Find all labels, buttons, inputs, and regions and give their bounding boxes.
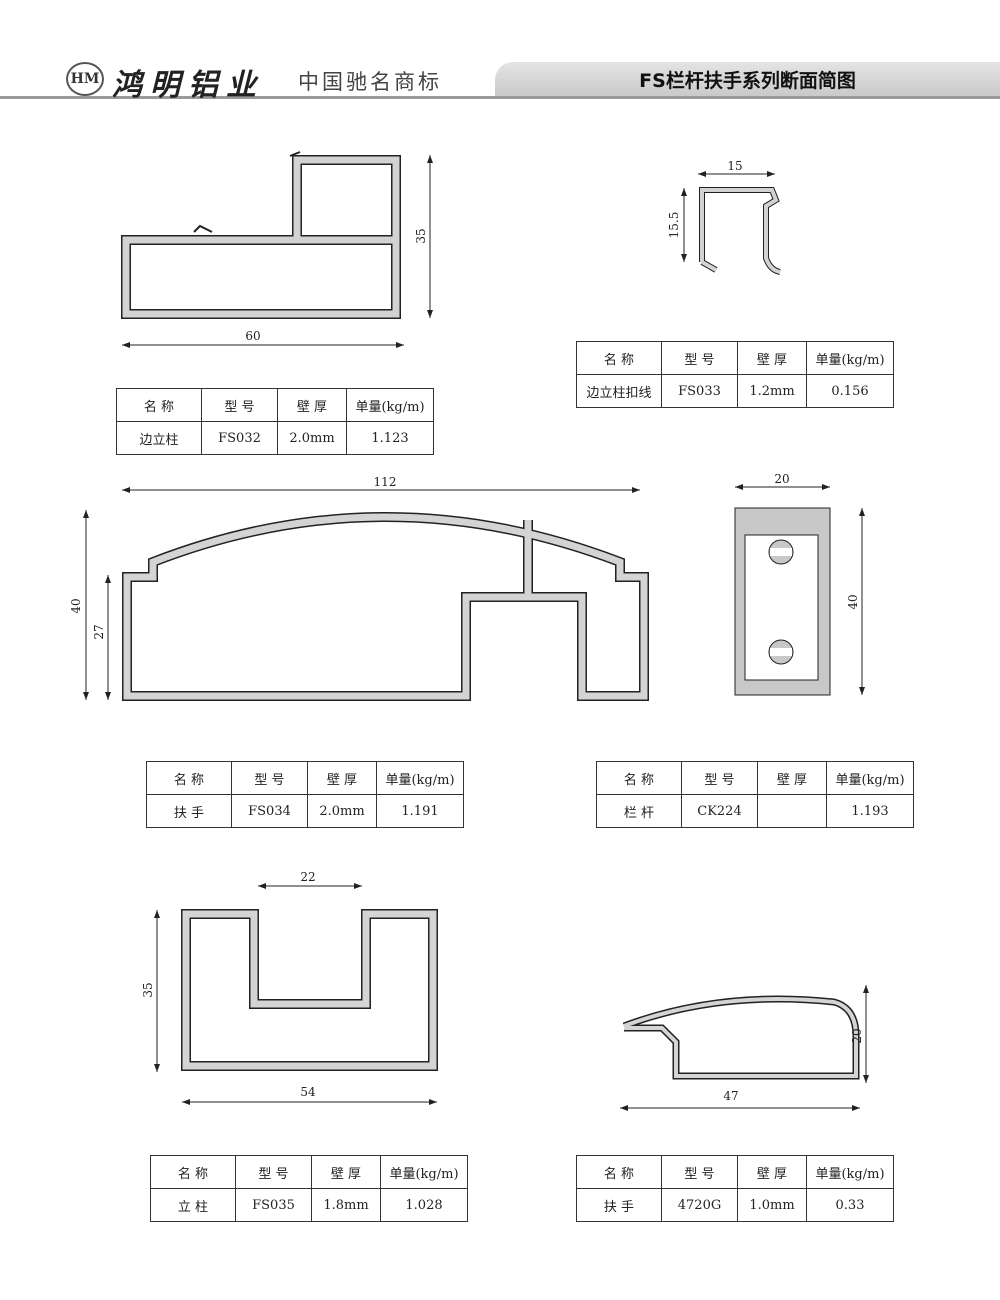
cell-model: FS033 xyxy=(661,374,738,408)
cell-weight: 0.33 xyxy=(806,1188,894,1222)
cell-name: 边立柱 xyxy=(116,421,202,455)
header-cell: 型 号 xyxy=(661,1155,738,1189)
cell-name: 立 柱 xyxy=(150,1188,236,1222)
cell-model: 4720G xyxy=(661,1188,738,1222)
dim-ck224-height: 40 xyxy=(846,594,860,609)
header-cell: 壁 厚 xyxy=(311,1155,381,1189)
cell-weight: 0.156 xyxy=(806,374,894,408)
dim-fs033-height: 15.5 xyxy=(667,212,681,239)
header-cell: 壁 厚 xyxy=(307,761,377,795)
profile-ck224 xyxy=(734,507,831,696)
dim-fs035-slot: 22 xyxy=(300,870,315,884)
header-cell: 名 称 xyxy=(116,388,202,422)
profile-4720g xyxy=(622,995,860,1080)
dim-fs032-width: 60 xyxy=(245,329,260,343)
page-title: FS栏杆扶手系列断面简图 xyxy=(639,70,856,92)
cell-weight: 1.123 xyxy=(346,421,434,455)
dim-ck224-width: 20 xyxy=(774,472,789,486)
table-header-row: 名 称型 号壁 厚单量(kg/m) xyxy=(596,761,914,795)
profile-fs034 xyxy=(122,512,649,701)
header-cell: 型 号 xyxy=(681,761,758,795)
table-header-row: 名 称型 号壁 厚单量(kg/m) xyxy=(576,1155,894,1189)
header-cell: 壁 厚 xyxy=(757,761,827,795)
header-cell: 名 称 xyxy=(146,761,232,795)
header-cell: 名 称 xyxy=(150,1155,236,1189)
header-cell: 单量(kg/m) xyxy=(376,761,464,795)
cell-name: 栏 杆 xyxy=(596,794,682,828)
cell-thickness: 1.2mm xyxy=(737,374,807,408)
table-header-row: 名 称型 号壁 厚单量(kg/m) xyxy=(116,388,434,422)
cell-thickness: 2.0mm xyxy=(307,794,377,828)
cell-thickness: 1.0mm xyxy=(737,1188,807,1222)
header-divider xyxy=(0,96,1000,99)
header-cell: 型 号 xyxy=(235,1155,312,1189)
cell-name: 边立柱扣线 xyxy=(576,374,662,408)
slogan: 中国驰名商标 xyxy=(298,70,442,94)
cell-model: CK224 xyxy=(681,794,758,828)
dim-fs034-step: 27 xyxy=(92,624,106,639)
profile-fs033 xyxy=(699,187,781,275)
dim-fs035-height: 35 xyxy=(141,982,155,997)
header-cell: 壁 厚 xyxy=(737,341,807,375)
header-cell: 型 号 xyxy=(661,341,738,375)
header-cell: 名 称 xyxy=(596,761,682,795)
table-header-row: 名 称型 号壁 厚单量(kg/m) xyxy=(576,341,894,375)
header-cell: 单量(kg/m) xyxy=(826,761,914,795)
header-cell: 壁 厚 xyxy=(277,388,347,422)
dim-fs032-height: 35 xyxy=(414,228,428,243)
dim-fs034-height: 40 xyxy=(69,598,83,613)
logo-icon: HM xyxy=(66,62,104,96)
header-cell: 单量(kg/m) xyxy=(380,1155,468,1189)
dim-4720g-height: 20 xyxy=(850,1028,864,1043)
header-cell: 型 号 xyxy=(201,388,278,422)
cell-model: FS034 xyxy=(231,794,308,828)
header-cell: 单量(kg/m) xyxy=(346,388,434,422)
cell-thickness xyxy=(757,794,827,828)
header-cell: 单量(kg/m) xyxy=(806,341,894,375)
table-header-row: 名 称型 号壁 厚单量(kg/m) xyxy=(150,1155,468,1189)
cell-model: FS035 xyxy=(235,1188,312,1222)
title-tab xyxy=(495,62,1000,97)
cell-thickness: 2.0mm xyxy=(277,421,347,455)
cell-weight: 1.193 xyxy=(826,794,914,828)
cell-name: 扶 手 xyxy=(576,1188,662,1222)
cell-thickness: 1.8mm xyxy=(311,1188,381,1222)
header-cell: 型 号 xyxy=(231,761,308,795)
cell-model: FS032 xyxy=(201,421,278,455)
dim-fs034-width: 112 xyxy=(374,475,397,489)
header-cell: 名 称 xyxy=(576,1155,662,1189)
profile-fs035 xyxy=(181,909,438,1071)
dim-fs035-width: 54 xyxy=(300,1085,316,1099)
header-cell: 单量(kg/m) xyxy=(806,1155,894,1189)
dim-fs033-width: 15 xyxy=(727,159,742,173)
cell-weight: 1.191 xyxy=(376,794,464,828)
brand-name: 鸿明铝业 xyxy=(112,68,264,103)
dim-4720g-width: 47 xyxy=(723,1089,738,1103)
dimension-lines xyxy=(83,155,869,1111)
table-header-row: 名 称型 号壁 厚单量(kg/m) xyxy=(146,761,464,795)
cell-weight: 1.028 xyxy=(380,1188,468,1222)
profile-fs032 xyxy=(121,151,401,319)
cell-name: 扶 手 xyxy=(146,794,232,828)
header-cell: 名 称 xyxy=(576,341,662,375)
header-cell: 壁 厚 xyxy=(737,1155,807,1189)
